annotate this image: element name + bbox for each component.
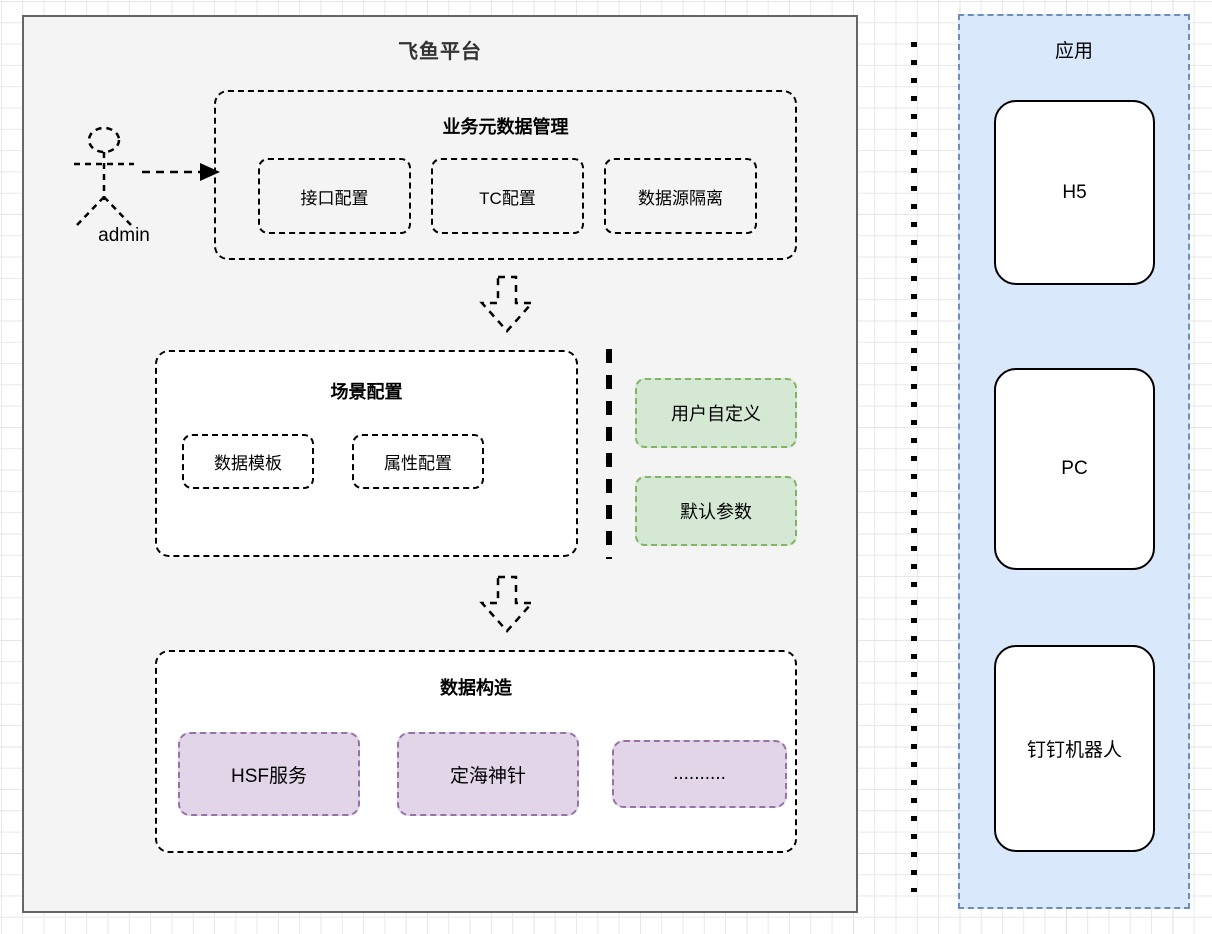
chip-attribute-config[interactable]: 属性配置 [352, 434, 484, 489]
section-title: 场景配置 [330, 382, 403, 402]
application-panel-title: 应用 [1054, 41, 1093, 62]
section-business-meta-data-management[interactable]: 业务元数据管理 接口配置 TC配置 数据源隔离 [214, 90, 797, 260]
section-title: 业务元数据管理 [442, 117, 569, 137]
vertical-thick-dashed-divider [606, 349, 612, 559]
section-scene-configuration[interactable]: 场景配置 数据模板 属性配置 [155, 350, 578, 557]
actor-group[interactable]: admin [69, 122, 179, 257]
platform-container[interactable]: 飞鱼平台 admin 业务元数据管理 接口配置 TC配置 数据源隔离 场景配置 … [22, 15, 858, 913]
chip-data-template[interactable]: 数据模板 [182, 434, 314, 489]
platform-title: 飞鱼平台 [398, 41, 482, 63]
app-box-dingtalk-robot[interactable]: 钉钉机器人 [994, 645, 1155, 852]
actor-label: admin [98, 225, 150, 246]
actor-to-metadata-arrow [142, 163, 220, 181]
chip-dinghaishenzhen[interactable]: 定海神针 [397, 732, 579, 816]
section-data-construction[interactable]: 数据构造 HSF服务 定海神针 .......... [155, 650, 797, 853]
chip-tc-config[interactable]: TC配置 [431, 158, 584, 234]
app-box-h5[interactable]: H5 [994, 100, 1155, 285]
vertical-dotted-separator [911, 42, 917, 892]
option-default-params[interactable]: 默认参数 [635, 476, 797, 546]
chip-hsf-service[interactable]: HSF服务 [178, 732, 360, 816]
app-box-pc[interactable]: PC [994, 368, 1155, 570]
uml-actor-icon [74, 126, 134, 226]
chip-ellipsis[interactable]: .......... [612, 740, 787, 808]
flow-arrow-scene-to-data [479, 575, 535, 633]
application-panel[interactable]: 应用 H5 PC 钉钉机器人 [958, 14, 1190, 909]
option-user-defined[interactable]: 用户自定义 [635, 378, 797, 448]
flow-arrow-metadata-to-scene [479, 275, 535, 333]
chip-datasource-isolation[interactable]: 数据源隔离 [604, 158, 757, 234]
section-title: 数据构造 [440, 678, 512, 698]
chip-interface-config[interactable]: 接口配置 [258, 158, 411, 234]
